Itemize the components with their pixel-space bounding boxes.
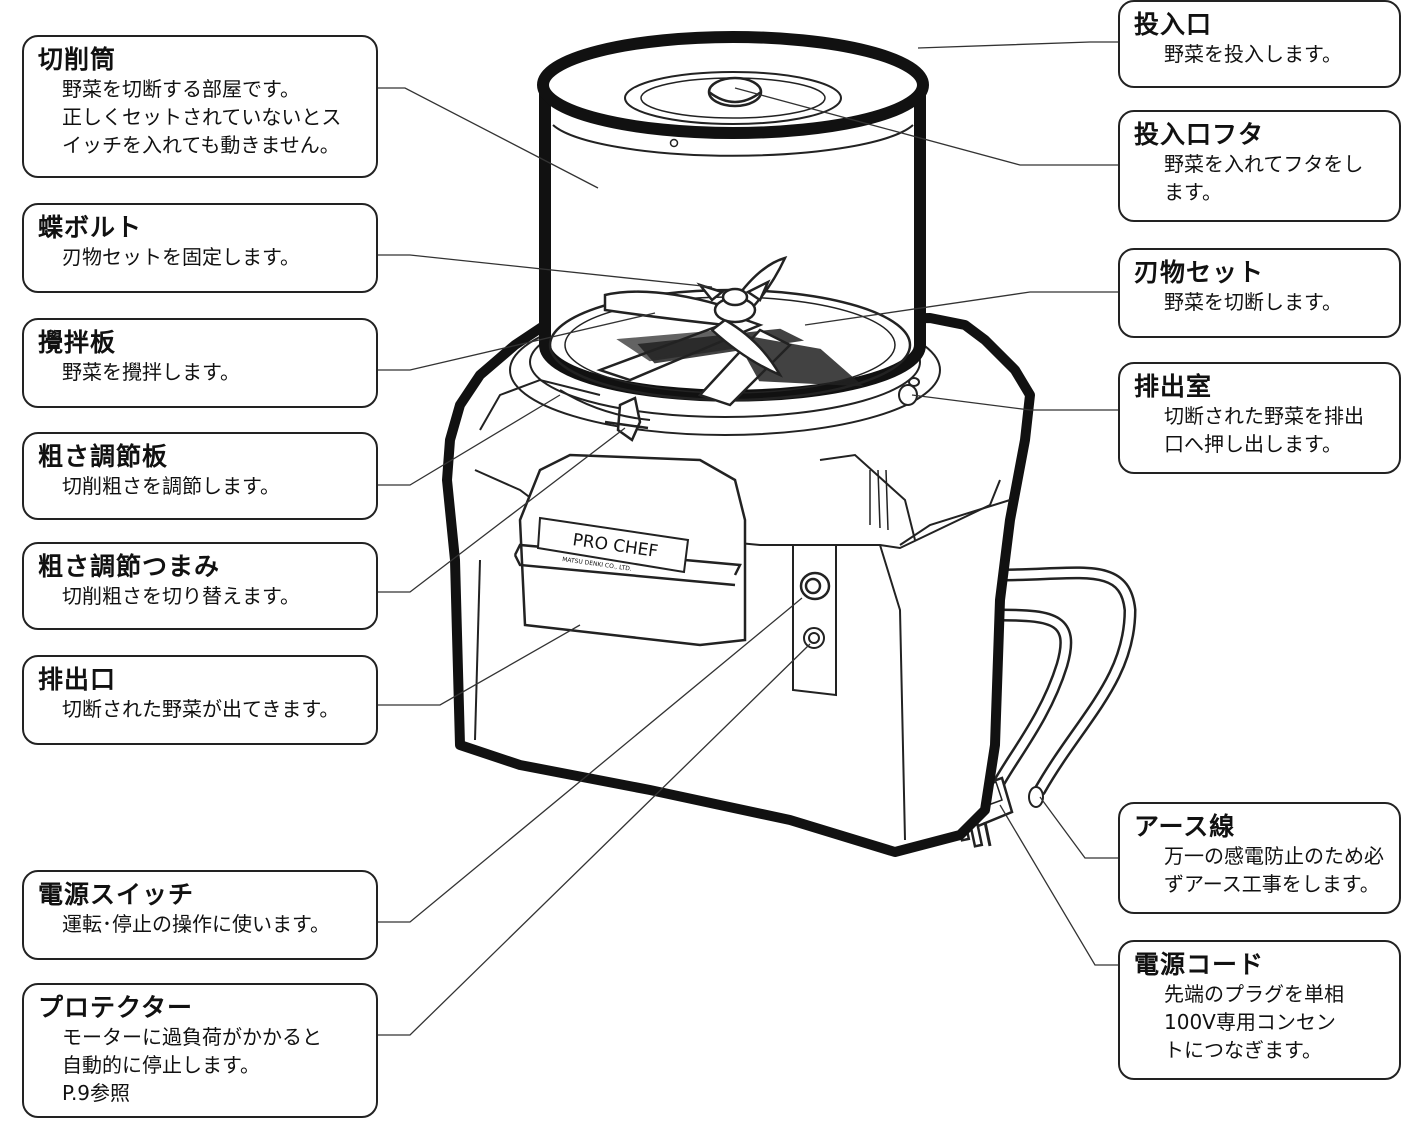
callout-desc: 刃物セットを固定します。 [62, 245, 300, 269]
callout-title: 蝶ボルト [38, 213, 143, 242]
power-cord [988, 566, 1137, 797]
callout-desc: 万一の感電防止のため必 ずアース工事をします。 [1164, 844, 1384, 896]
callout-title: 排出室 [1134, 372, 1213, 401]
callout-desc: 野菜を投入します。 [1164, 42, 1342, 66]
callout-desc: 切断された野菜を排出 口へ押し出します。 [1164, 404, 1364, 456]
callout-desc: 切断された野菜が出てきます。 [62, 697, 340, 721]
callout-title: 粗さ調節つまみ [38, 552, 221, 581]
callout-desc: 切削粗さを切り替えます。 [62, 584, 300, 608]
inlet-lid[interactable] [707, 76, 763, 108]
callout-power-cord: 電源コード 先端のプラグを単相 100V専用コンセン トにつなぎます。 [1118, 940, 1401, 1080]
leader-lines [378, 41, 1118, 1036]
callout-inlet-lid: 投入口フタ 野菜を入れてフタをし ます。 [1118, 110, 1401, 222]
callout-blade-set: 刃物セット 野菜を切断します。 [1118, 248, 1401, 338]
callout-desc: 運転･停止の操作に使います。 [62, 912, 330, 936]
callout-title: 投入口 [1134, 10, 1213, 39]
callout-title: 粗さ調節板 [38, 442, 169, 471]
callout-protector: プロテクター モーターに過負荷がかかると 自動的に停止します。 P.9参照 [22, 983, 378, 1118]
callout-title: 投入口フタ [1134, 120, 1265, 149]
callout-desc: モーターに過負荷がかかると 自動的に停止します。 P.9参照 [62, 1025, 322, 1105]
callout-title: 電源スイッチ [38, 880, 195, 909]
wing-bolt[interactable] [696, 279, 771, 324]
callout-discharge-chamber: 排出室 切断された野菜を排出 口へ押し出します。 [1118, 362, 1401, 474]
callout-earth-wire: アース線 万一の感電防止のため必 ずアース工事をします。 [1118, 802, 1401, 914]
callout-desc: 野菜を切断します。 [1164, 290, 1342, 314]
callout-coarseness-plate: 粗さ調節板 切削粗さを調節します。 [22, 432, 378, 520]
callout-desc: 切削粗さを調節します。 [62, 474, 280, 498]
callout-title: プロテクター [38, 993, 194, 1022]
callout-title: 攪拌板 [38, 328, 117, 357]
callout-title: アース線 [1134, 812, 1236, 841]
callout-title: 電源コード [1134, 950, 1265, 979]
protector-button[interactable] [803, 627, 825, 649]
callout-title: 切削筒 [38, 45, 117, 74]
callout-cutting-cylinder: 切削筒 野菜を切断する部屋です。 正しくセットされていないとス イッチを入れても… [22, 35, 378, 178]
callout-inlet: 投入口 野菜を投入します。 [1118, 0, 1401, 88]
callout-desc: 野菜を切断する部屋です。 正しくセットされていないとス イッチを入れても動きませ… [62, 77, 342, 157]
earth-wire-end [1028, 786, 1044, 808]
stirring-plate [603, 256, 788, 378]
discharge-chamber [898, 377, 920, 406]
coarseness-plate [559, 389, 651, 421]
switch-panel [792, 544, 837, 697]
callout-desc: 野菜を攪拌します。 [62, 360, 240, 384]
callout-title: 刃物セット [1134, 258, 1265, 287]
callout-title: 排出口 [38, 665, 117, 694]
callout-discharge-outlet: 排出口 切断された野菜が出てきます。 [22, 655, 378, 745]
callout-coarseness-knob: 粗さ調節つまみ 切削粗さを切り替えます。 [22, 542, 378, 630]
callout-power-switch: 電源スイッチ 運転･停止の操作に使います。 [22, 870, 378, 960]
power-switch[interactable] [799, 571, 831, 601]
callout-desc: 野菜を入れてフタをし ます。 [1164, 152, 1364, 204]
callout-desc: 先端のプラグを単相 100V専用コンセン トにつなぎます。 [1164, 982, 1344, 1062]
callout-stirring-plate: 攪拌板 野菜を攪拌します。 [22, 318, 378, 408]
callout-wing-bolt: 蝶ボルト 刃物セットを固定します。 [22, 203, 378, 293]
